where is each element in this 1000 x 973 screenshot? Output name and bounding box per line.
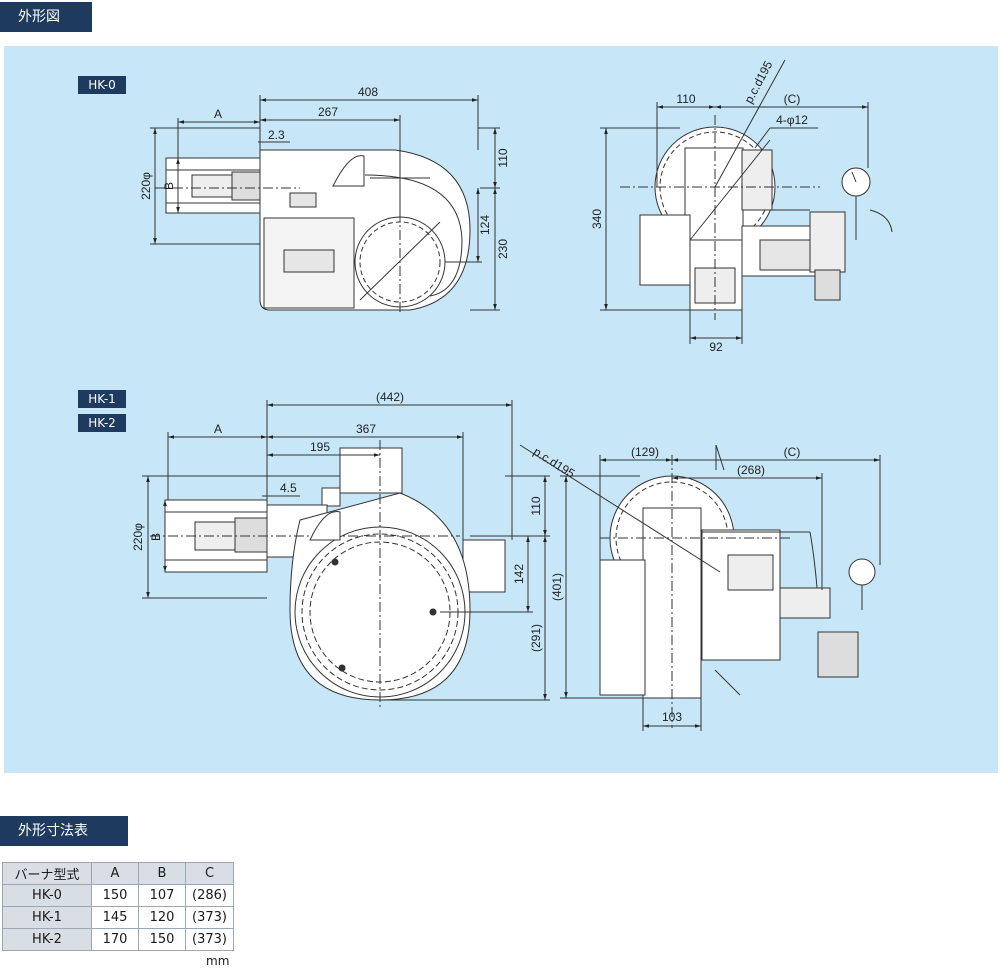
- table-row: HK-1 145 120 (373): [2, 906, 234, 929]
- row-a: 170: [91, 928, 139, 951]
- hk0-side-92: 92: [709, 340, 723, 354]
- hk0-side-holes: 4-φ12: [776, 113, 808, 127]
- row-a: 150: [91, 884, 139, 907]
- hk0-side-c: (C): [784, 92, 801, 106]
- model-tag-hk0: HK-0: [78, 76, 126, 94]
- header-c: C: [185, 862, 234, 885]
- hk0-dim-overall: 408: [358, 85, 378, 99]
- hk1-front-view: [150, 440, 506, 710]
- hk0-dim-110: 110: [496, 148, 510, 167]
- hk1-side-401: (401): [550, 573, 564, 601]
- hk0-front-view: [155, 149, 471, 312]
- dimension-table: バーナ型式 A B C HK-0 150 107 (286) HK-1 145 …: [2, 862, 234, 951]
- hk1-dim-110: 110: [529, 496, 543, 515]
- hk1-dim-142: 142: [512, 564, 526, 584]
- row-c: (373): [185, 928, 234, 951]
- hk1-dim-a: A: [214, 422, 222, 436]
- hk0-dim-267: 267: [318, 105, 338, 119]
- hk1-side-268: (268): [737, 463, 765, 477]
- hk1-dim-dia: 220φ: [131, 523, 145, 551]
- unit-label: mm: [206, 954, 230, 968]
- hk1-side-129: (129): [631, 445, 659, 459]
- table-row: HK-2 170 150 (373): [2, 928, 234, 951]
- hk1-front-dimensions: [142, 400, 550, 701]
- hk1-dim-367: 367: [356, 422, 376, 436]
- row-b: 107: [138, 884, 186, 907]
- table-section-title: 外形寸法表: [0, 816, 128, 846]
- hk0-dim-230: 230: [496, 239, 510, 259]
- outline-drawings: 408 267 A 2.3 220φ B 110 124 230 110 p.c…: [131, 58, 893, 731]
- hk0-dim-gap: 2.3: [268, 128, 285, 142]
- table-header-row: バーナ型式 A B C: [2, 862, 234, 885]
- hk1-side-dimensions: [560, 455, 881, 731]
- hk0-side-pcd: p.c.d195: [741, 58, 775, 106]
- row-c: (373): [185, 906, 234, 929]
- table-row: HK-0 150 107 (286): [2, 884, 234, 907]
- row-model: HK-1: [2, 906, 92, 929]
- hk1-dim-gap: 4.5: [280, 481, 297, 495]
- header-b: B: [138, 862, 186, 885]
- hk1-side-c: (C): [784, 445, 801, 459]
- header-a: A: [91, 862, 139, 885]
- row-b: 150: [138, 928, 186, 951]
- outline-section-title: 外形図: [0, 2, 92, 32]
- hk1-dim-291: (291): [529, 624, 543, 652]
- hk0-side-dimensions: [600, 102, 869, 344]
- row-model: HK-2: [2, 928, 92, 951]
- row-model: HK-0: [2, 884, 92, 907]
- row-c: (286): [185, 884, 234, 907]
- hk0-front-dimensions: [150, 95, 500, 311]
- model-tag-hk2: HK-2: [78, 414, 126, 432]
- hk1-dim-overall: (442): [376, 390, 404, 404]
- row-a: 145: [91, 906, 139, 929]
- hk0-dim-124: 124: [478, 215, 492, 235]
- hk0-side-340: 340: [590, 209, 604, 229]
- hk1-side-103: 103: [662, 710, 682, 724]
- hk1-dim-b: B: [149, 533, 163, 541]
- hk1-side-view: [519, 444, 876, 728]
- header-model: バーナ型式: [2, 862, 92, 885]
- model-tag-hk1: HK-1: [78, 390, 126, 408]
- hk0-dim-dia: 220φ: [139, 172, 153, 200]
- row-b: 120: [138, 906, 186, 929]
- hk1-dim-195: 195: [310, 440, 330, 454]
- hk1-side-pcd: p.c.d195: [531, 444, 578, 480]
- hk0-dim-a: A: [214, 107, 222, 121]
- hk0-side-dim-110: 110: [676, 92, 695, 106]
- hk0-side-view: [620, 59, 893, 320]
- hk0-dim-b: B: [162, 182, 176, 190]
